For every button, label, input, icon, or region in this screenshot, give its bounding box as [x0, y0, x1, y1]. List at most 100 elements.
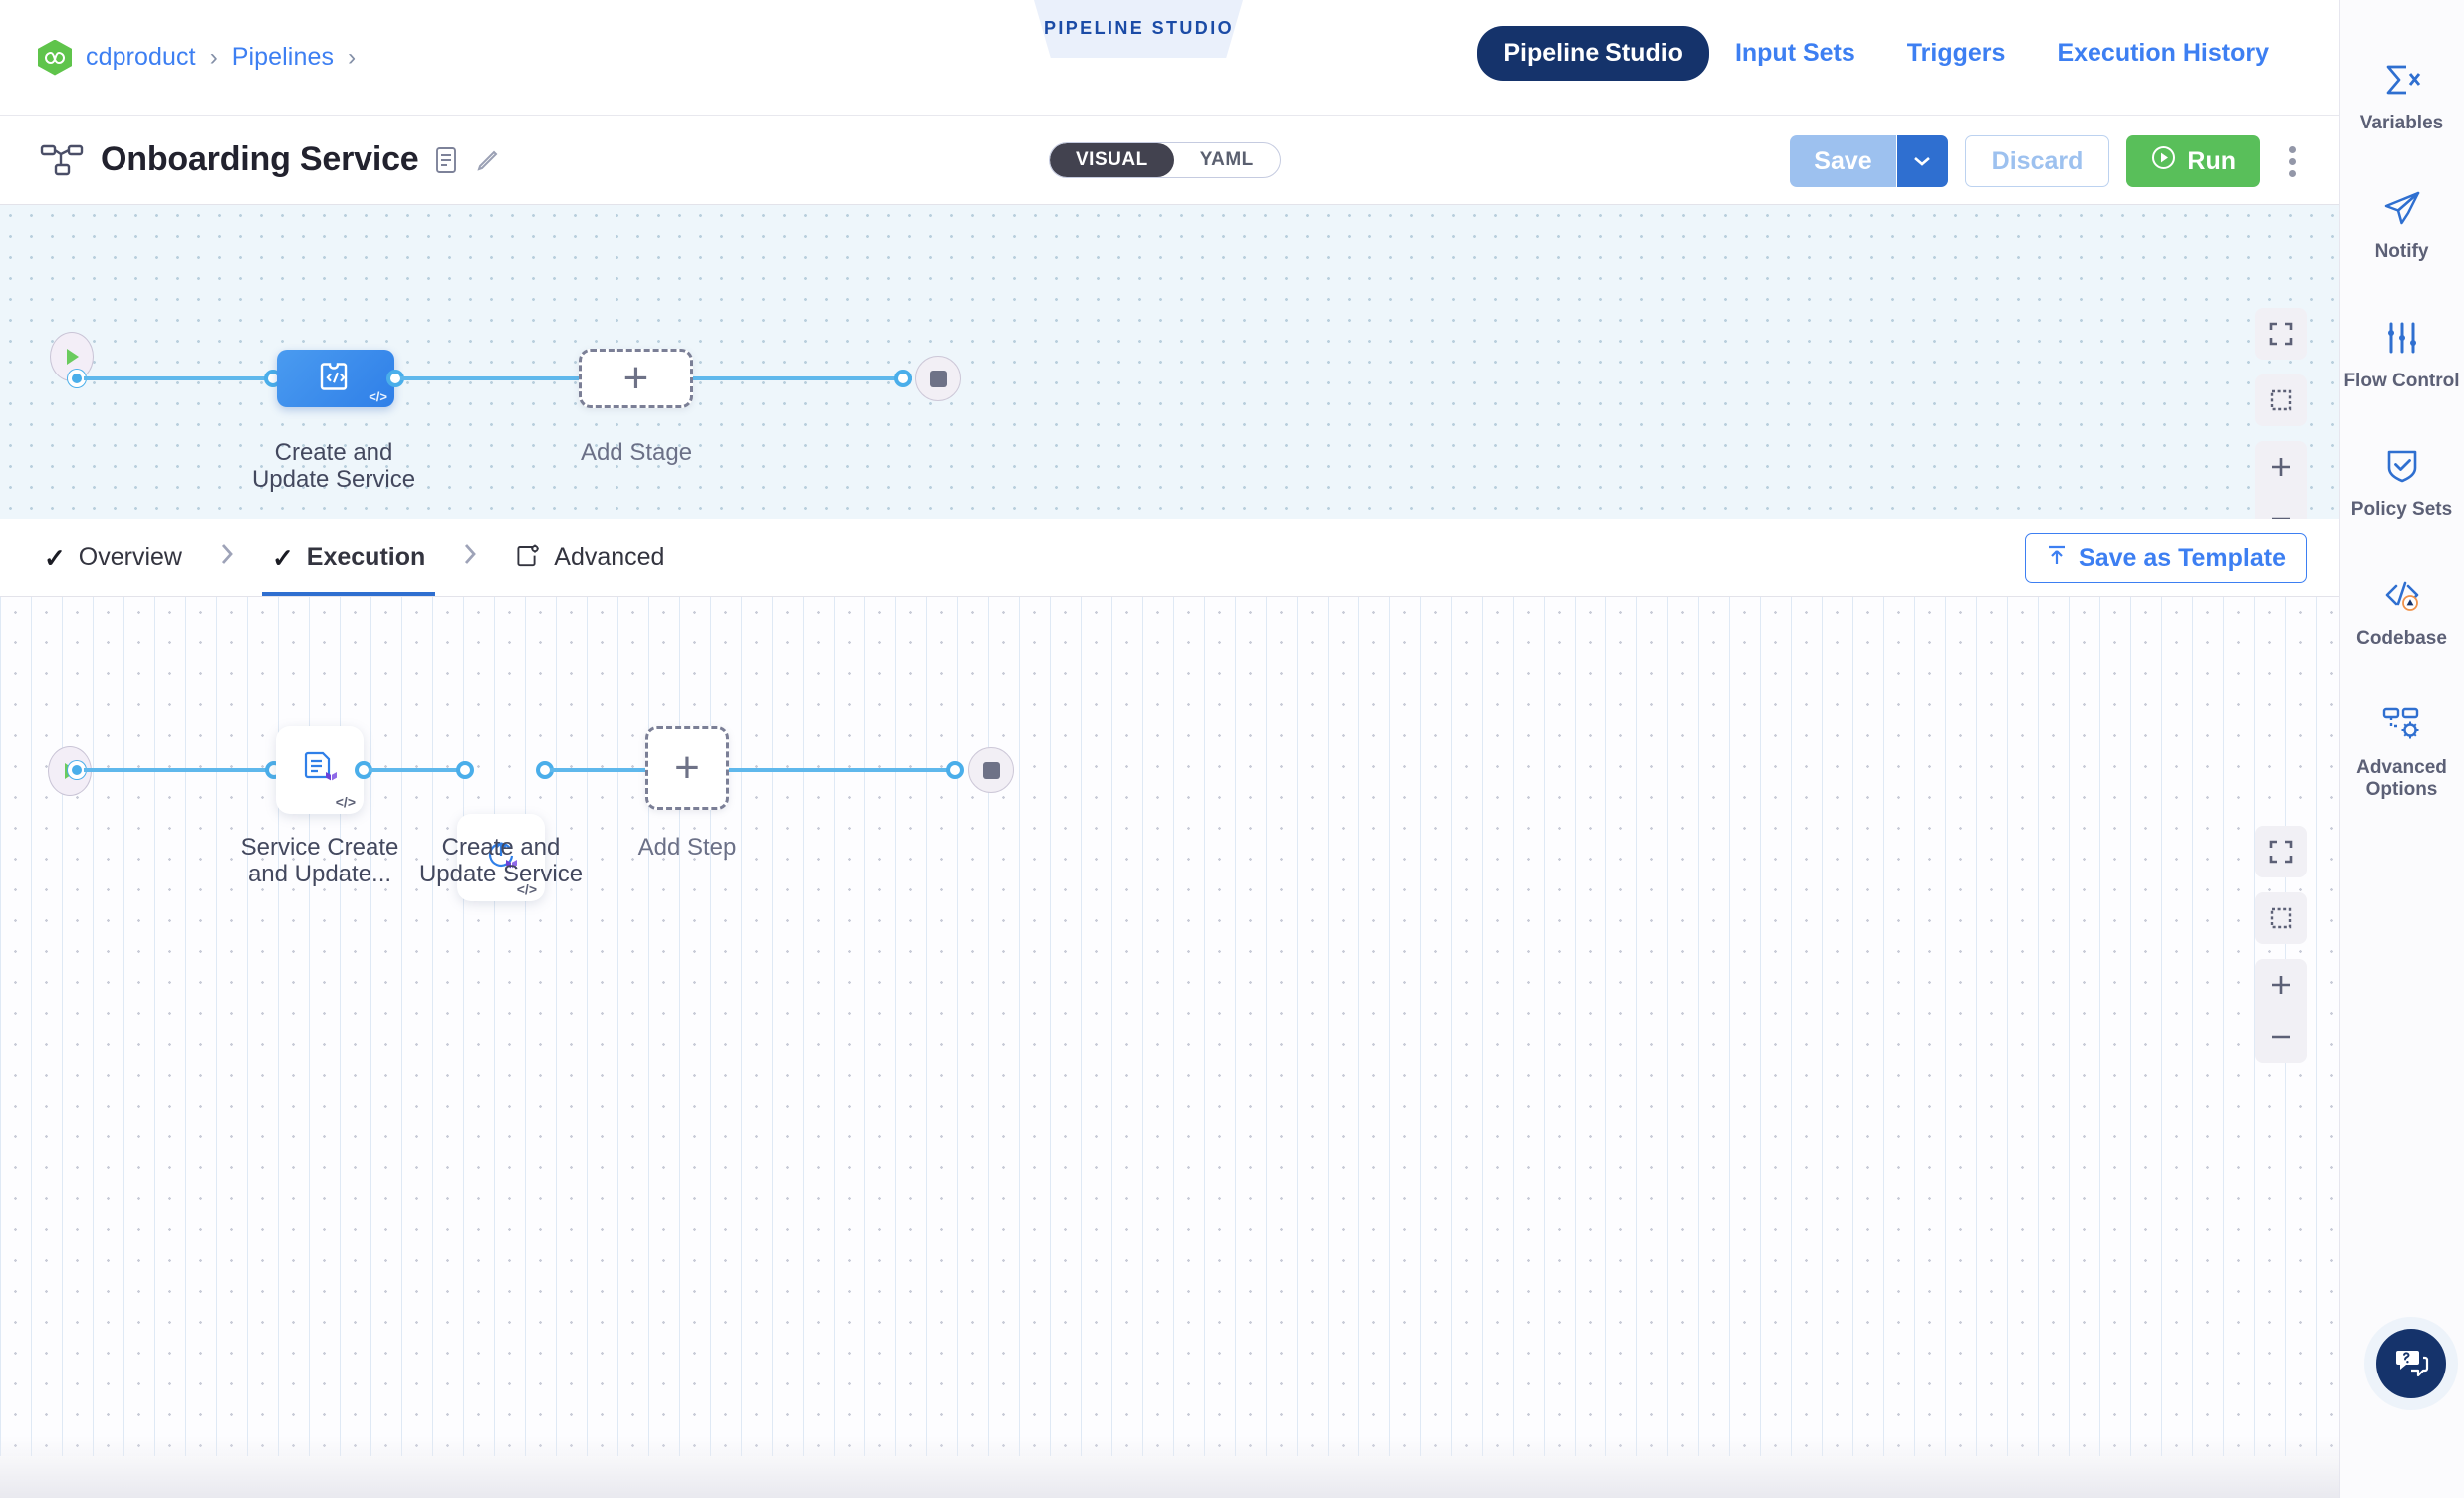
advanced-gear-icon: [515, 543, 541, 573]
pipeline-tree-icon: [40, 143, 84, 177]
sigma-variables-icon: [2382, 58, 2422, 102]
selection-box-icon[interactable]: [2255, 892, 2307, 944]
zoom-out-icon[interactable]: [2255, 493, 2307, 519]
tab-advanced-label: Advanced: [554, 543, 664, 572]
nav-execution-history[interactable]: Execution History: [2031, 26, 2295, 81]
canvas-bottom-strip: [0, 1456, 2339, 1498]
selection-box-icon[interactable]: [2255, 374, 2307, 426]
more-vertical-icon[interactable]: [2277, 146, 2307, 177]
breadcrumb-separator: ›: [210, 44, 218, 72]
zoom-out-icon[interactable]: [2255, 1011, 2307, 1063]
add-stage-button[interactable]: +: [579, 349, 693, 408]
tab-advanced[interactable]: Advanced: [505, 519, 674, 596]
tab-execution[interactable]: ✓ Execution: [262, 519, 435, 596]
stage-canvas[interactable]: </> + Create and Update Service Add Stag…: [0, 205, 2339, 519]
execution-edge-1: [84, 768, 273, 772]
stage-label-line2: Update Service: [219, 466, 448, 493]
breadcrumb: cdproduct › Pipelines ›: [0, 40, 356, 76]
rail-label-advanced-options: Advanced Options: [2340, 757, 2464, 802]
rail-item-policy-sets[interactable]: Policy Sets: [2340, 418, 2464, 547]
execution-canvas[interactable]: </> </> +: [0, 597, 2339, 1498]
stage-canvas-controls: [2255, 308, 2307, 519]
save-as-template-label: Save as Template: [2079, 544, 2286, 573]
rail-label-flow-control: Flow Control: [2343, 371, 2459, 392]
step2-label-line2: Update Service: [386, 861, 616, 887]
discard-button[interactable]: Discard: [1965, 135, 2110, 187]
toggle-yaml[interactable]: YAML: [1174, 143, 1280, 177]
step1-code-badge: </>: [336, 794, 356, 810]
template-upload-icon: [2046, 543, 2068, 574]
rail-item-notify[interactable]: Notify: [2340, 160, 2464, 289]
rail-item-advanced-options[interactable]: Advanced Options: [2340, 676, 2464, 828]
step2-in-connector: [456, 761, 474, 779]
stage-edge-3: [693, 376, 912, 380]
title-group: Onboarding Service: [0, 140, 502, 179]
stage-end-node[interactable]: [915, 356, 961, 401]
title-bar: Onboarding Service VISUAL YAML: [0, 116, 2339, 205]
chevron-down-icon[interactable]: [1896, 135, 1948, 187]
tab-execution-label: Execution: [307, 543, 425, 572]
nav-pipeline-studio[interactable]: Pipeline Studio: [1477, 26, 1709, 81]
rail-label-variables: Variables: [2360, 113, 2443, 134]
play-circle-icon: [2150, 144, 2177, 178]
sliders-icon: [2383, 316, 2421, 360]
pencil-icon[interactable]: [474, 146, 502, 174]
breadcrumb-separator-2: ›: [348, 44, 356, 72]
add-stage-label: Add Stage: [522, 439, 751, 466]
rail-item-codebase[interactable]: Codebase: [2340, 548, 2464, 676]
overview-check-icon: ✓: [44, 545, 66, 571]
codebase-warning-icon: [2382, 574, 2422, 618]
run-button[interactable]: Run: [2126, 135, 2260, 187]
stage-edge-1: [84, 376, 273, 380]
paper-plane-icon: [2382, 186, 2422, 230]
rail-label-notify: Notify: [2375, 241, 2429, 263]
zoom-in-icon[interactable]: [2255, 441, 2307, 493]
fit-to-screen-icon[interactable]: [2255, 308, 2307, 360]
execution-edge-2: [369, 768, 466, 772]
top-bar: cdproduct › Pipelines › PIPELINE STUDIO …: [0, 0, 2339, 116]
pipeline-studio-banner: PIPELINE STUDIO: [1034, 0, 1243, 58]
step-node-service-create-and-update[interactable]: </>: [276, 726, 364, 814]
stage-node-create-and-update-service[interactable]: </>: [277, 350, 394, 407]
notes-icon[interactable]: [435, 146, 457, 174]
stage-node-label: Create and Update Service: [219, 439, 448, 494]
stage-label-line1: Create and: [219, 439, 448, 466]
toggle-visual[interactable]: VISUAL: [1050, 143, 1174, 177]
execution-edge-4: [729, 768, 958, 772]
save-button[interactable]: Save: [1790, 135, 1895, 187]
right-rail: Variables Notify Flow Control: [2339, 0, 2464, 1498]
visual-yaml-toggle[interactable]: VISUAL YAML: [1049, 142, 1281, 178]
execution-edge-3: [550, 768, 647, 772]
zoom-controls: [2255, 959, 2307, 1063]
page-title: Onboarding Service: [101, 140, 418, 179]
zoom-controls: [2255, 441, 2307, 519]
cd-module-icon: [38, 40, 72, 76]
rail-item-variables[interactable]: Variables: [2340, 32, 2464, 160]
save-as-template-button[interactable]: Save as Template: [2025, 533, 2307, 583]
help-chat-icon[interactable]: [2376, 1329, 2446, 1398]
main-column: cdproduct › Pipelines › PIPELINE STUDIO …: [0, 0, 2339, 1498]
tab-overview[interactable]: ✓ Overview: [34, 519, 192, 596]
tab-chevron-2: [435, 539, 505, 576]
shield-check-icon: [2383, 444, 2421, 488]
deployment-stage-icon: [318, 360, 354, 398]
save-split-button[interactable]: Save: [1790, 135, 1947, 187]
nav-triggers[interactable]: Triggers: [1881, 26, 2032, 81]
execution-end-node[interactable]: [968, 747, 1014, 793]
nav-input-sets[interactable]: Input Sets: [1709, 26, 1881, 81]
rail-label-policy-sets: Policy Sets: [2351, 499, 2452, 521]
add-step-button[interactable]: +: [645, 726, 729, 810]
tab-overview-label: Overview: [79, 543, 182, 572]
breadcrumb-project[interactable]: cdproduct: [86, 43, 196, 72]
stage-code-badge: </>: [369, 389, 387, 404]
terraform-plan-icon: [298, 746, 342, 795]
zoom-in-icon[interactable]: [2255, 959, 2307, 1011]
execution-check-icon: ✓: [272, 545, 294, 571]
fit-to-screen-icon[interactable]: [2255, 826, 2307, 877]
rail-item-flow-control[interactable]: Flow Control: [2340, 290, 2464, 418]
breadcrumb-pipelines[interactable]: Pipelines: [232, 43, 334, 72]
tab-chevron-1: [192, 539, 262, 576]
advanced-options-icon: [2381, 702, 2423, 746]
pipeline-studio-banner-label: PIPELINE STUDIO: [1043, 19, 1233, 40]
